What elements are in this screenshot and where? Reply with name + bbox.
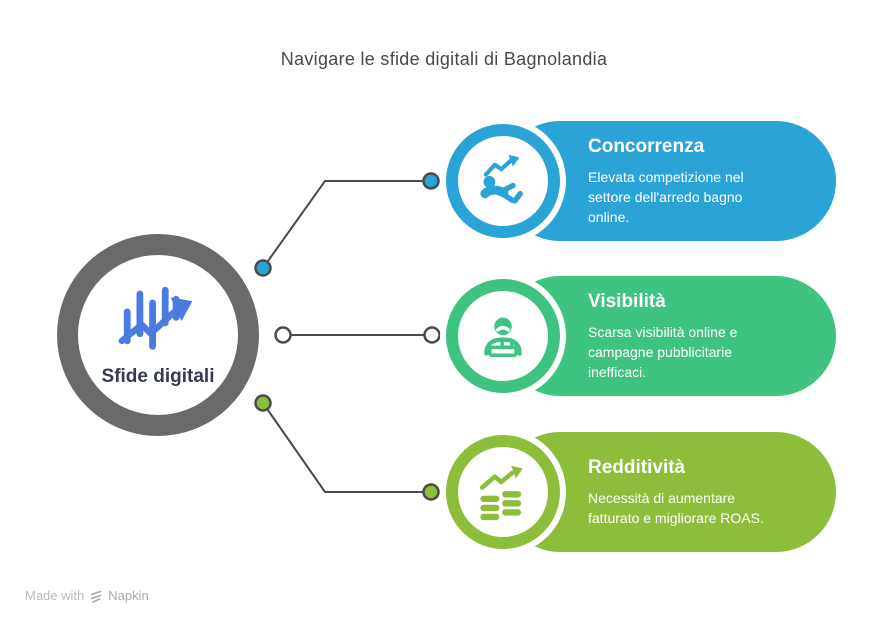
card-badge — [446, 279, 560, 393]
card-concorrenza: Concorrenza Elevata competizione nel set… — [446, 121, 836, 241]
connector-line-bottom — [262, 402, 430, 493]
person-visibility-icon — [484, 317, 522, 357]
card-content: Visibilità Scarsa visibilità online e ca… — [588, 276, 820, 396]
napkin-brand-label: Napkin — [108, 588, 149, 603]
connector-dot — [422, 483, 440, 501]
connector-line-top — [262, 180, 430, 269]
napkin-logo-icon — [90, 590, 102, 603]
connector-dot — [422, 172, 440, 190]
made-with-label: Made with — [25, 588, 85, 603]
card-description: Necessità di aumentare fatturato e migli… — [588, 489, 764, 526]
connector-dot — [254, 259, 272, 277]
made-with-napkin-watermark: Made with Napkin — [25, 588, 149, 603]
card-title: Concorrenza — [588, 135, 705, 157]
center-label: Sfide digitali — [101, 365, 215, 387]
card-description: Elevata competizione nel settore dell'ar… — [588, 168, 744, 225]
card-title: Visibilità — [588, 290, 666, 312]
card-badge — [446, 435, 560, 549]
connector-dot — [274, 326, 292, 344]
card-visibilita: Visibilità Scarsa visibilità online e ca… — [446, 276, 836, 396]
card-redditivita: Redditività Necessità di aumentare fattu… — [446, 432, 836, 552]
running-competitor-icon — [480, 154, 523, 204]
profit-coins-growth-icon — [479, 465, 523, 521]
card-description: Scarsa visibilità online e campagne pubb… — [588, 323, 738, 380]
connector-dot — [254, 394, 272, 412]
card-content: Redditività Necessità di aumentare fattu… — [588, 432, 820, 552]
page-title: Navigare le sfide digitali di Bagnolandi… — [280, 49, 608, 69]
connector-dot — [423, 326, 441, 344]
stock-growth-chart-icon — [118, 286, 193, 350]
card-content: Concorrenza Elevata competizione nel set… — [588, 121, 820, 241]
card-title: Redditività — [588, 456, 686, 478]
center-node: Sfide digitali — [57, 234, 259, 436]
card-badge — [446, 124, 560, 238]
